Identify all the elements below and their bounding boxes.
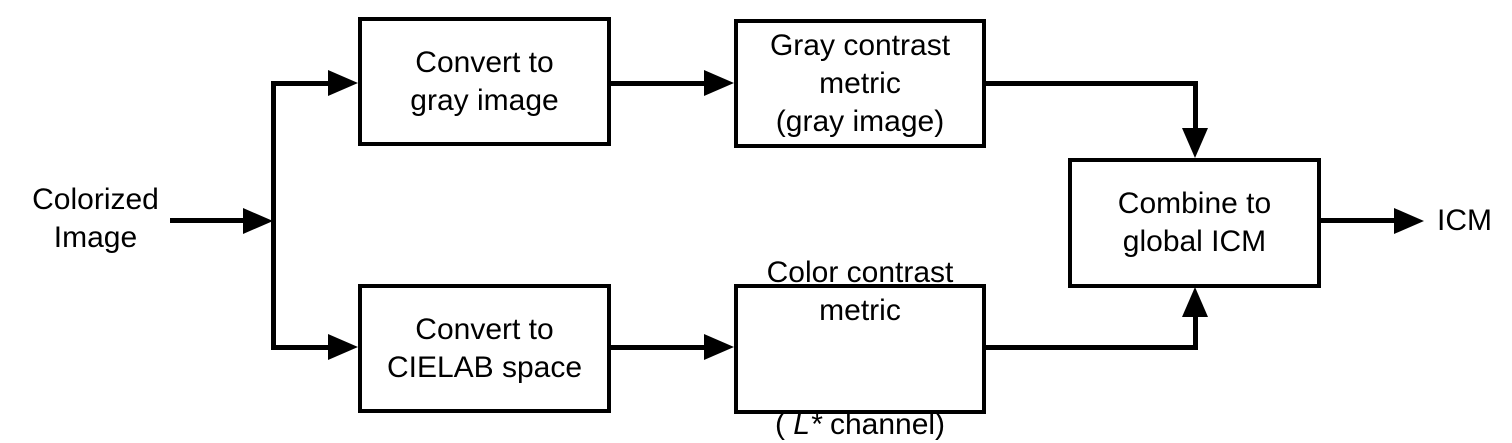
branch-bottom-line <box>271 345 333 350</box>
output-arrowhead-icon <box>1394 208 1424 234</box>
combine-to-global-icm-box: Combine to global ICM <box>1068 158 1321 288</box>
branch-bottom-arrowhead-icon <box>328 334 358 360</box>
color-contrast-metric-title: Color contrast metric <box>766 256 954 327</box>
color-contrast-metric-box: Color contrast metric ( L* channel) <box>734 256 986 441</box>
output-label-icm: ICM <box>1437 204 1492 237</box>
gray-metric-to-combine-arrowhead-icon <box>1182 128 1208 158</box>
channel-paren-close: channel) <box>821 408 946 441</box>
input-arrowhead-icon <box>243 208 273 234</box>
gray-metric-to-combine-hline <box>984 81 1198 86</box>
gray-metric-to-combine-vline <box>1193 81 1198 133</box>
convert-to-cielab-space-box: Convert to CIELAB space <box>358 284 611 413</box>
gray-to-metric-arrowhead-icon <box>704 70 734 96</box>
channel-variable-lstar: L* <box>793 408 822 441</box>
color-metric-to-combine-arrowhead-icon <box>1182 287 1208 317</box>
color-metric-to-combine-hline <box>984 345 1198 350</box>
color-contrast-metric-channel-line: ( L* channel) <box>767 368 954 443</box>
cielab-to-metric-arrowhead-icon <box>704 334 734 360</box>
gray-contrast-metric-box: Gray contrast metric (gray image) <box>734 19 986 148</box>
color-metric-to-combine-vline <box>1193 314 1198 350</box>
color-contrast-metric-text: Color contrast metric ( L* channel) <box>767 216 954 443</box>
input-arrow-line <box>170 218 246 223</box>
gray-to-metric-arrow-line <box>609 81 708 86</box>
branch-top-line <box>271 81 333 86</box>
input-label-colorized-image: Colorized Image <box>32 183 159 254</box>
branch-vertical-line <box>271 81 276 350</box>
channel-paren-open: ( <box>774 408 794 441</box>
convert-to-gray-image-box: Convert to gray image <box>358 17 611 146</box>
output-arrow-line <box>1319 218 1397 223</box>
cielab-to-metric-arrow-line <box>609 345 708 350</box>
branch-top-arrowhead-icon <box>328 70 358 96</box>
